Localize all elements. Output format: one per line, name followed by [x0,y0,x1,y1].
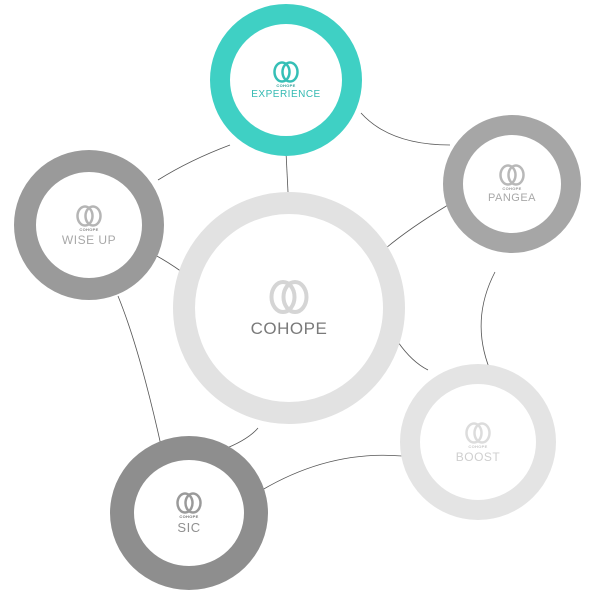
sic-label: SIC [177,520,201,535]
pangea-brand-label: COHOPE [502,186,522,191]
connector-sic-boost [261,454,403,491]
connector-center-boost [397,341,429,371]
experience-label: EXPERIENCE [251,88,321,100]
connector-center-experience [285,151,289,193]
node-wise-up[interactable]: COHOPE WISE UP [14,150,164,300]
connector-center-wiseup [154,254,183,273]
node-experience[interactable]: COHOPE EXPERIENCE [210,4,362,156]
pangea-logo-icon [499,164,525,186]
cohope-logo-icon [269,279,309,314]
node-cohope-label: COHOPE [250,318,328,338]
connector-experience-pangea [360,112,451,146]
connector-center-pangea [385,204,449,249]
wise-up-logo-icon [76,204,102,227]
connector-wiseup-sic [117,295,163,451]
connector-pangea-boost [480,271,496,371]
sic-brand-label: COHOPE [179,514,199,519]
node-cohope[interactable]: COHOPE [173,192,405,424]
node-boost[interactable]: COHOPE BOOST [400,364,556,520]
experience-brand-label: COHOPE [276,82,296,88]
node-pangea[interactable]: COHOPE PANGEA [443,115,581,253]
sic-logo-icon [176,492,202,514]
boost-brand-label: COHOPE [468,443,488,449]
wise-up-label: WISE UP [61,232,117,247]
node-sic[interactable]: COHOPE SIC [110,436,268,590]
boost-logo-icon [465,421,491,444]
boost-label: BOOST [455,449,501,464]
experience-logo-icon [273,60,299,83]
connector-experience-wiseup [157,144,231,181]
pangea-label: PANGEA [487,192,537,204]
wise-up-brand-label: COHOPE [79,226,99,232]
